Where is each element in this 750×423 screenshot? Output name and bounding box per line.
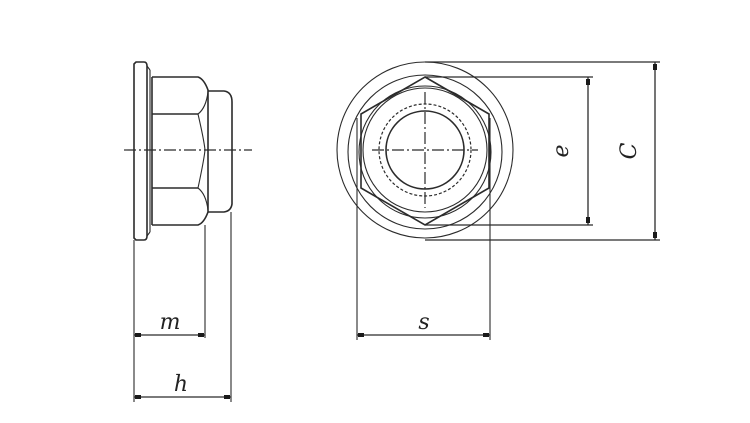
hex-body-outline	[152, 76, 209, 226]
bearing-face-circle	[347, 74, 503, 230]
label-m: m	[160, 310, 181, 335]
label-h: h	[174, 372, 188, 397]
front-view: s e C	[336, 61, 660, 340]
label-c: C	[617, 142, 642, 159]
dimension-h: h	[134, 372, 231, 399]
label-s: s	[418, 310, 429, 335]
label-e: e	[549, 144, 574, 157]
side-view: m h	[124, 61, 252, 402]
nylon-insert-outline	[208, 90, 233, 213]
dimension-c: C	[617, 62, 657, 240]
dimension-m: m	[134, 310, 205, 337]
chamfer-circle	[358, 85, 492, 219]
dimension-e: e	[549, 77, 590, 225]
flange-outline	[133, 61, 148, 241]
dimension-s: s	[357, 310, 490, 337]
